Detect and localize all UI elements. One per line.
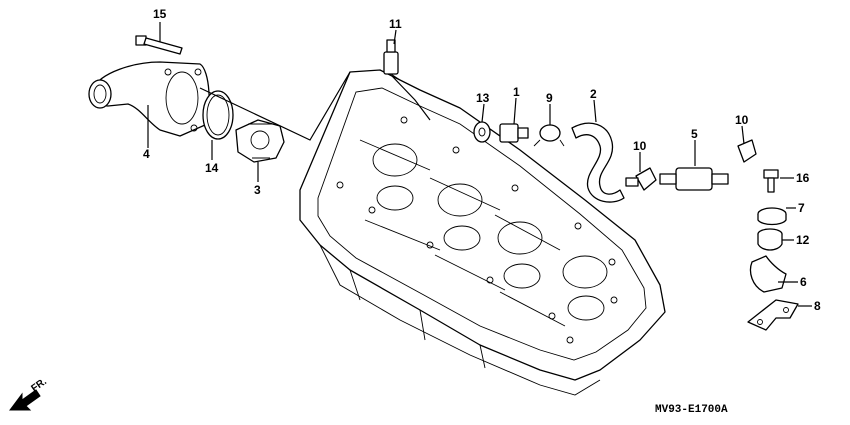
cam-journals — [359, 139, 608, 327]
callout-4: 4 — [143, 147, 150, 161]
callout-16: 15 — [153, 7, 167, 21]
callout-5: 5 — [691, 127, 698, 141]
cylinder-head — [299, 69, 666, 396]
diagram-code: MV93-E1700A — [655, 404, 728, 416]
o-ring — [202, 90, 234, 140]
callout-6: 6 — [800, 275, 807, 289]
callout-3: 3 — [254, 183, 261, 197]
inline-filter — [659, 167, 729, 191]
callout-1: 1 — [513, 85, 520, 99]
callout-2: 2 — [590, 87, 597, 101]
callout-12: 12 — [796, 233, 810, 247]
leader-lines — [147, 22, 812, 307]
callout-10-left: 10 — [633, 139, 647, 153]
callout-8: 8 — [814, 299, 821, 313]
thermostat — [235, 119, 285, 163]
filter-holder — [749, 255, 787, 293]
mounting-bolt — [763, 169, 779, 193]
hose-clamp-left — [625, 167, 657, 191]
callout-labels: 15 4 14 3 11 13 1 9 2 10 5 10 16 7 12 6 … — [143, 7, 821, 313]
collar — [757, 207, 787, 226]
front-direction-indicator: FR. — [9, 376, 49, 411]
head-bolt-holes — [336, 116, 618, 344]
callout-14: 14 — [205, 161, 219, 175]
callout-11: 11 — [389, 17, 402, 31]
callout-13: 13 — [476, 91, 490, 105]
front-arrow-icon — [9, 389, 41, 411]
water-outlet — [88, 61, 210, 137]
callout-9: 9 — [546, 91, 553, 105]
callout-15: 16 — [796, 171, 810, 185]
hose-clamp-right — [737, 139, 757, 163]
rubber-mount — [757, 228, 783, 251]
flange-bolt — [135, 35, 183, 55]
front-label: FR. — [29, 376, 49, 394]
hose-joint — [499, 123, 529, 143]
sealing-washer — [473, 121, 491, 143]
hose-clip — [533, 124, 565, 147]
callout-10-right: 10 — [735, 113, 749, 127]
filter-stay — [747, 299, 799, 331]
breather-hose — [571, 122, 625, 203]
callout-7: 7 — [798, 201, 805, 215]
temperature-sensor — [383, 39, 401, 81]
